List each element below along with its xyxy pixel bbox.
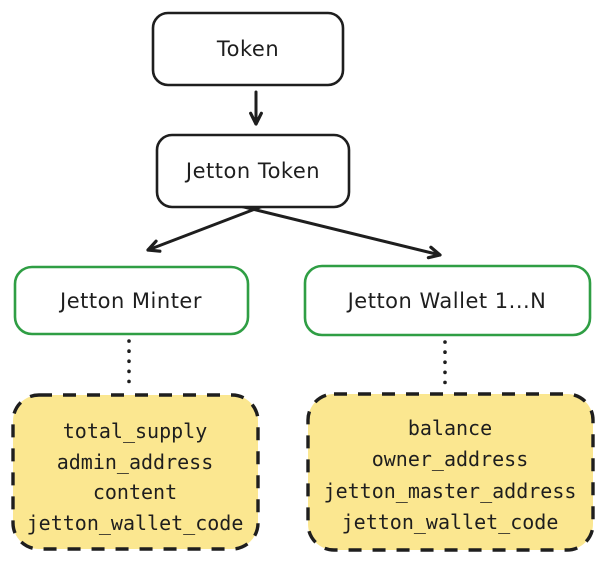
- jetton-wallet-label: Jetton Wallet 1...N: [346, 289, 547, 313]
- arrow-jetton-token-to-wallet: [238, 204, 442, 260]
- jetton-token-node: Jetton Token: [155, 133, 351, 209]
- wallet-field-jetton-master-address: jetton_master_address: [324, 479, 577, 503]
- arrow-jetton-token-to-minter: [146, 204, 265, 253]
- token-node: Token: [151, 11, 345, 87]
- wallet-field-owner-address: owner_address: [372, 447, 529, 471]
- jetton-wallet-node: Jetton Wallet 1...N: [303, 264, 592, 337]
- jetton-minter-node: Jetton Minter: [13, 265, 250, 336]
- wallet-field-balance: balance: [408, 416, 492, 440]
- minter-field-content: content: [93, 480, 177, 504]
- jetton-minter-label: Jetton Minter: [58, 289, 202, 313]
- minter-fields-box: total_supply admin_address content jetto…: [11, 393, 260, 551]
- wallet-fields-box: balance owner_address jetton_master_addr…: [306, 392, 595, 552]
- minter-field-total-supply: total_supply: [63, 419, 208, 443]
- minter-field-admin-address: admin_address: [57, 450, 214, 474]
- jetton-token-label: Jetton Token: [184, 159, 320, 183]
- minter-field-jetton-wallet-code: jetton_wallet_code: [27, 511, 244, 535]
- token-label: Token: [216, 37, 279, 61]
- wallet-field-jetton-wallet-code: jetton_wallet_code: [342, 510, 559, 534]
